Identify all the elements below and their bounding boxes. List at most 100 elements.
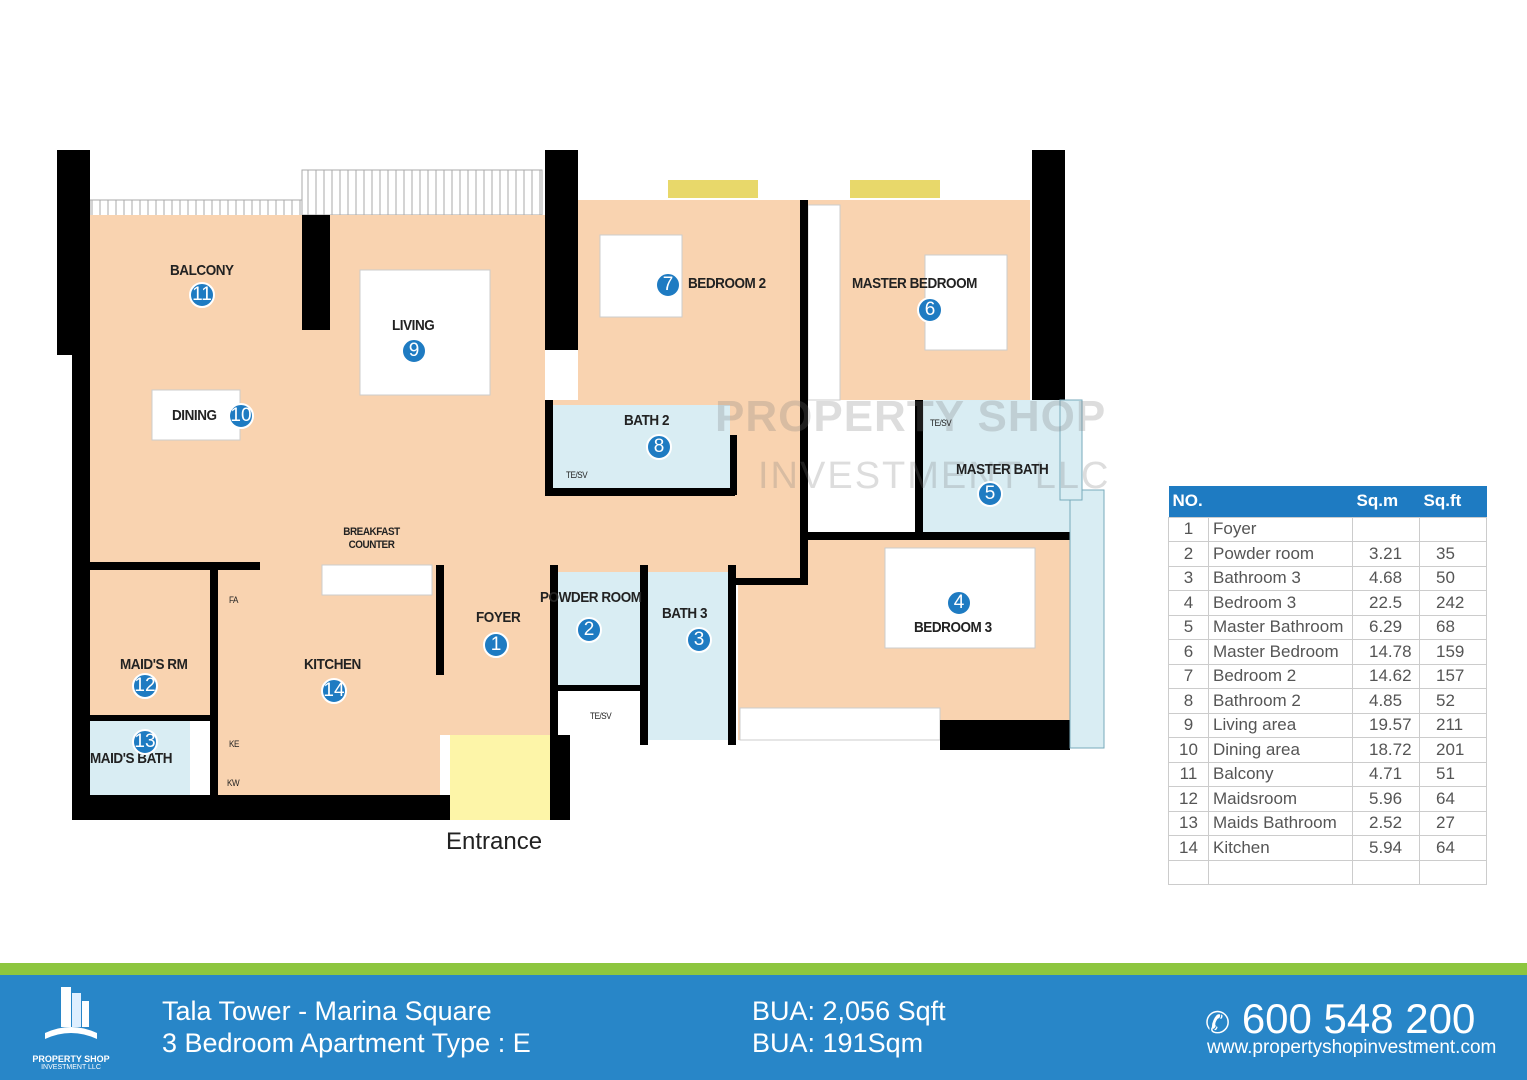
cell-room: Bathroom 3 bbox=[1208, 565, 1353, 591]
room-marker-8: 8 bbox=[646, 434, 672, 460]
room-label-powder-room: POWDER ROOM bbox=[540, 589, 642, 606]
cell-room: Powder room bbox=[1208, 541, 1353, 567]
logo: PROPERTY SHOP INVESTMENT LLC bbox=[28, 985, 114, 1071]
cell-sqft: 159 bbox=[1419, 639, 1487, 665]
room-marker-5: 5 bbox=[977, 481, 1003, 507]
entrance-floor bbox=[450, 735, 550, 820]
cell-no: 13 bbox=[1168, 810, 1209, 836]
ke-label: KE bbox=[229, 739, 239, 749]
cell-room: Master Bathroom bbox=[1208, 614, 1353, 640]
cell-sqm: 18.72 bbox=[1352, 737, 1420, 763]
header-sqm: Sq.m bbox=[1352, 486, 1420, 517]
cell-sqm: 4.85 bbox=[1352, 688, 1420, 714]
cell-sqm bbox=[1352, 516, 1420, 542]
floor-plan bbox=[57, 150, 1105, 820]
header-sqft: Sq.ft bbox=[1419, 486, 1487, 517]
room-marker-3: 3 bbox=[686, 627, 712, 653]
room-label-living: LIVING bbox=[392, 317, 435, 334]
cell-sqft: 242 bbox=[1419, 590, 1487, 616]
room-label-dining: DINING bbox=[172, 407, 217, 424]
room-label-bedroom-3: BEDROOM 3 bbox=[914, 619, 992, 636]
website-link[interactable]: www.propertyshopinvestment.com bbox=[1207, 1037, 1497, 1058]
room-label-master-bedroom: MASTER BEDROOM bbox=[852, 275, 977, 292]
tesv-label: TE/SV bbox=[930, 418, 952, 428]
tesv-label: TE/SV bbox=[590, 711, 612, 721]
cell-sqm: 22.5 bbox=[1352, 590, 1420, 616]
cell-sqft: 27 bbox=[1419, 810, 1487, 836]
room-marker-13: 13 bbox=[132, 729, 158, 755]
cell-no: 5 bbox=[1168, 614, 1209, 640]
cell-empty bbox=[1168, 859, 1209, 885]
cell-sqft: 35 bbox=[1419, 541, 1487, 567]
walls bbox=[57, 150, 1073, 820]
cell-no: 2 bbox=[1168, 541, 1209, 567]
apartment-type: 3 Bedroom Apartment Type : E bbox=[162, 1028, 531, 1058]
cell-room: Maids Bathroom bbox=[1208, 810, 1353, 836]
bath3-floor bbox=[645, 572, 730, 740]
breakfast-counter-label: BREAKFAST COUNTER bbox=[343, 526, 400, 551]
watermark-sub: INVESTMENT LLC bbox=[758, 455, 1111, 497]
room-label-bath-3: BATH 3 bbox=[662, 605, 708, 622]
room-marker-4: 4 bbox=[946, 590, 972, 616]
logo-text: PROPERTY SHOP bbox=[32, 1054, 110, 1064]
cell-sqft: 52 bbox=[1419, 688, 1487, 714]
bua-sqft: BUA: 2,056 Sqft bbox=[752, 996, 946, 1026]
cell-sqft: 201 bbox=[1419, 737, 1487, 763]
bath2-floor bbox=[550, 405, 730, 490]
room-label-bedroom-2: BEDROOM 2 bbox=[688, 275, 766, 292]
cell-sqm: 14.62 bbox=[1352, 663, 1420, 689]
cell-sqm: 5.94 bbox=[1352, 835, 1420, 861]
header-room bbox=[1208, 486, 1353, 517]
cell-no: 8 bbox=[1168, 688, 1209, 714]
header-no: NO. bbox=[1168, 486, 1209, 517]
watermark: PROPERTY SHOP bbox=[715, 392, 1107, 441]
cell-sqft bbox=[1419, 516, 1487, 542]
cell-sqm: 5.96 bbox=[1352, 786, 1420, 812]
cell-empty bbox=[1208, 859, 1353, 885]
cell-empty bbox=[1352, 859, 1420, 885]
cell-sqft: 50 bbox=[1419, 565, 1487, 591]
cell-no: 1 bbox=[1168, 516, 1209, 542]
phone[interactable]: ✆ 600 548 200 bbox=[1205, 995, 1475, 1043]
cell-room: Bedroom 3 bbox=[1208, 590, 1353, 616]
footer: PROPERTY SHOP INVESTMENT LLC Tala Tower … bbox=[0, 975, 1527, 1080]
cell-no: 10 bbox=[1168, 737, 1209, 763]
table-row-empty bbox=[1168, 859, 1487, 885]
cell-no: 7 bbox=[1168, 663, 1209, 689]
phone-number[interactable]: 600 548 200 bbox=[1241, 995, 1476, 1042]
cell-room: Master Bedroom bbox=[1208, 639, 1353, 665]
room-label-maids-bath: MAID'S BATH bbox=[90, 750, 173, 767]
cell-sqft: 64 bbox=[1419, 786, 1487, 812]
living-railing bbox=[301, 169, 543, 216]
tesv-label: TE/SV bbox=[566, 470, 588, 480]
room-marker-10: 10 bbox=[228, 403, 254, 429]
room-label-kitchen: KITCHEN bbox=[304, 656, 361, 673]
project-title: Tala Tower - Marina Square bbox=[162, 996, 492, 1026]
cell-room: Maidsroom bbox=[1208, 786, 1353, 812]
room-marker-2: 2 bbox=[576, 617, 602, 643]
cell-sqm: 3.21 bbox=[1352, 541, 1420, 567]
cell-sqm: 6.29 bbox=[1352, 614, 1420, 640]
room-label-balcony: BALCONY bbox=[170, 262, 234, 279]
cell-no: 6 bbox=[1168, 639, 1209, 665]
room-marker-1: 1 bbox=[483, 632, 509, 658]
room-label-master-bath: MASTER BATH bbox=[956, 461, 1049, 478]
cell-sqm: 19.57 bbox=[1352, 712, 1420, 738]
cell-no: 4 bbox=[1168, 590, 1209, 616]
cell-sqm: 2.52 bbox=[1352, 810, 1420, 836]
fa-label: FA bbox=[229, 595, 239, 605]
cell-sqft: 68 bbox=[1419, 614, 1487, 640]
room-marker-12: 12 bbox=[132, 673, 158, 699]
cell-sqft: 64 bbox=[1419, 835, 1487, 861]
